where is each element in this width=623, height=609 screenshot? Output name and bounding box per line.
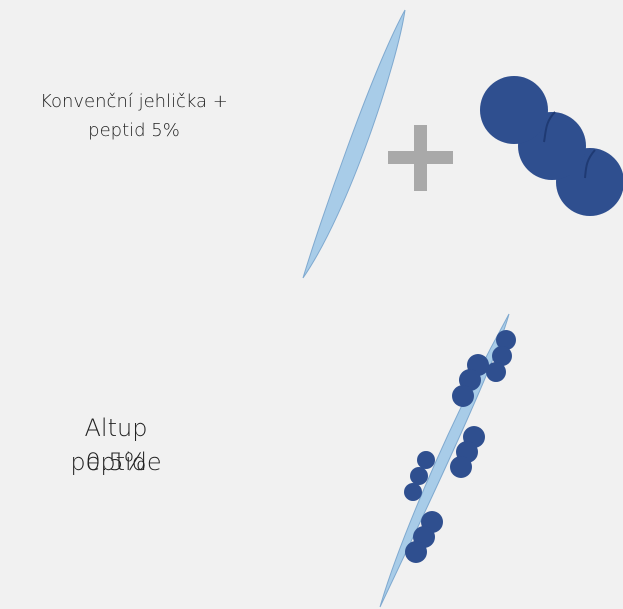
coated-needle-icon <box>379 313 510 608</box>
peptide-cluster-icon <box>480 76 623 216</box>
altup-label-peptide: peptide <box>70 447 162 476</box>
plus-icon <box>388 125 453 191</box>
altup-label-overlap: peptide 0.5% <box>56 446 176 480</box>
altup-label: Altup peptide 0.5% <box>56 412 176 480</box>
conventional-label-line2: peptid 5% <box>88 119 180 141</box>
conventional-label-line1: Konvenční jehlička + <box>40 91 228 112</box>
peptide-coating-icon <box>404 330 516 563</box>
altup-label-line1: Altup <box>84 414 148 442</box>
conventional-needle-label: Konvenční jehlička + peptid 5% <box>14 88 254 146</box>
altup-label-percent: 0.5% <box>85 447 147 476</box>
needle-icon <box>302 9 406 279</box>
